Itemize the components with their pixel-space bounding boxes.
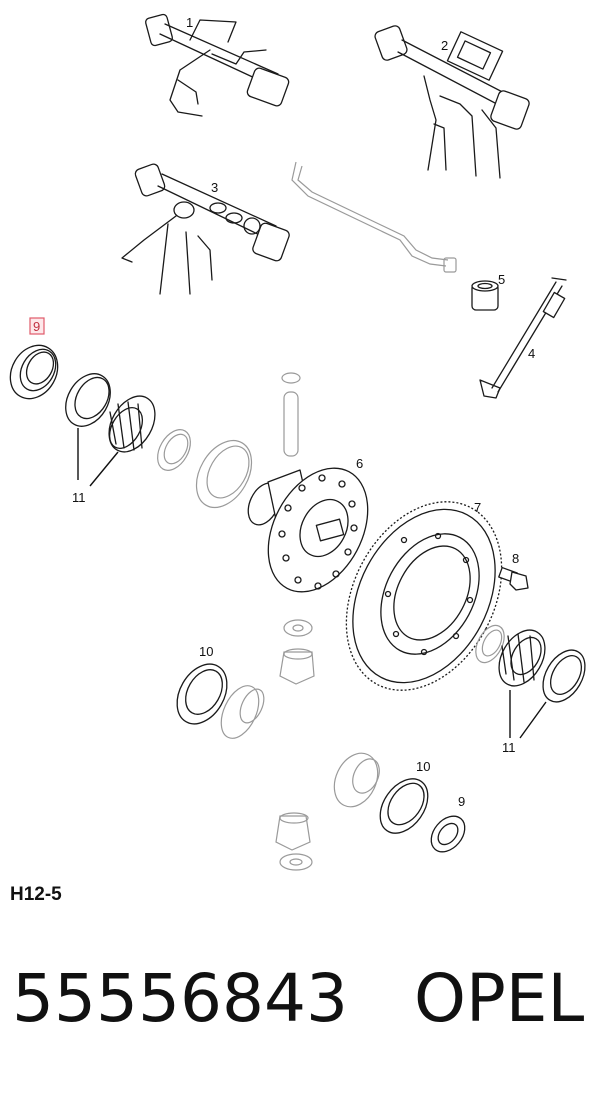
- part-11-bearing-cup-right: [542, 649, 586, 703]
- spacer-ring-right: [475, 624, 505, 664]
- exploded-parts-diagram: 1 2 3 5: [9, 13, 586, 871]
- side-gear-left: [220, 685, 265, 739]
- callout-5: 5: [498, 272, 505, 287]
- part-10-washer-right: [379, 778, 429, 834]
- side-gear-right: [333, 752, 380, 808]
- part-10-washer-left: [176, 663, 228, 725]
- part-11-bearing-cup-left: [65, 373, 111, 427]
- brand-name: OPEL: [414, 960, 585, 1037]
- part-2-shift-fork: [374, 25, 530, 179]
- part-11-bearing-cone-left: [108, 395, 156, 453]
- callout-9-highlight-box: [29, 317, 45, 335]
- speedo-gear-ring: [195, 439, 253, 509]
- callout-11-right: 11: [502, 740, 516, 755]
- callout-9-highlighted: 9: [33, 319, 40, 334]
- thrust-washer-center-lower: [279, 853, 313, 871]
- part-11-bearing-cone-right: [498, 629, 546, 687]
- part-9-oil-seal-left: [9, 344, 59, 400]
- part-5-bushing: [471, 280, 499, 311]
- leader-11a-2: [89, 451, 119, 487]
- diagram-code: H12-5: [10, 884, 62, 905]
- part-7-ring-gear: [345, 501, 503, 691]
- spacer-ring: [157, 429, 191, 471]
- part-number: 55556843: [12, 960, 348, 1037]
- callout-10-left: 10: [199, 644, 213, 659]
- part-9-oil-seal-right: [430, 815, 466, 853]
- cross-pin: [281, 372, 301, 457]
- callout-9-right: 9: [458, 794, 465, 809]
- callout-4: 4: [528, 346, 535, 361]
- callout-8: 8: [512, 551, 519, 566]
- callout-2: 2: [441, 38, 448, 53]
- callout-10-right: 10: [416, 759, 430, 774]
- pinion-gear-lower: [275, 812, 311, 851]
- part-1-shift-rail: [145, 13, 290, 117]
- thrust-washer-center-upper: [283, 619, 313, 637]
- callout-11-left: 11: [72, 490, 86, 505]
- callout-3: 3: [211, 180, 218, 195]
- leader-11b-2: [519, 701, 547, 739]
- part-8-bolt: [498, 566, 529, 591]
- part-6-differential-case: [247, 467, 369, 593]
- part-4-shift-shaft: [479, 277, 567, 399]
- callout-1: 1: [186, 15, 193, 30]
- pinion-gear-upper: [279, 648, 315, 685]
- callout-6: 6: [356, 456, 363, 471]
- part-3-shift-fork: [121, 163, 290, 295]
- shift-rod: [291, 161, 457, 273]
- callout-7: 7: [474, 500, 481, 515]
